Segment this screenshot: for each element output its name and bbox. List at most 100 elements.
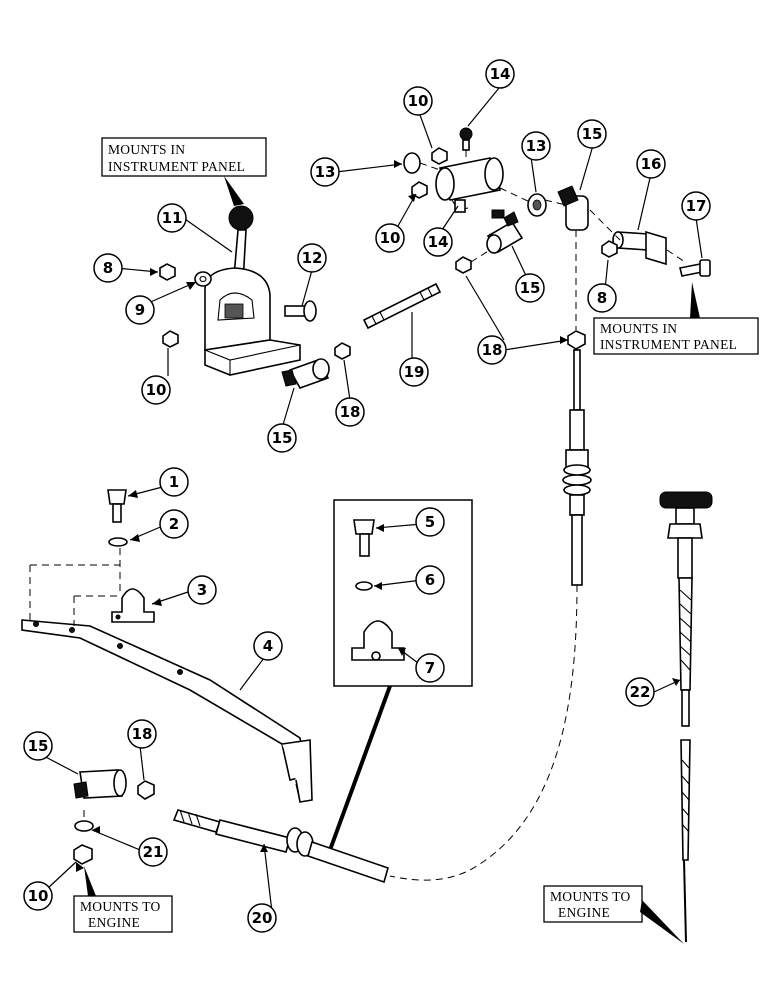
washer-2 [108, 537, 128, 547]
callout-10: 10 [403, 86, 433, 116]
callout-number: 10 [28, 887, 49, 905]
lever-knob [228, 205, 254, 231]
callout-number: 12 [302, 249, 323, 267]
nut-18-middle [455, 256, 472, 274]
callout-number: 18 [482, 341, 503, 359]
note-engine-right: MOUNTS TO ENGINE [543, 885, 684, 944]
swivel-15-middle [486, 211, 524, 254]
note-instrument-panel-left: MOUNTS IN INSTRUMENT PANEL [101, 137, 267, 206]
swivel-15-left [281, 358, 330, 389]
bolt-1 [107, 489, 127, 523]
nut-18-lower [567, 330, 586, 350]
callout-19: 19 [399, 357, 429, 387]
callout-10: 10 [141, 375, 171, 405]
callout-number: 5 [425, 513, 435, 531]
callout-circle [267, 423, 297, 453]
note-instrument-panel-right: MOUNTS IN INSTRUMENT PANEL [593, 282, 759, 355]
note-line-1: MOUNTS TO [80, 899, 161, 914]
nut-10-upper [431, 147, 448, 165]
note-line-1: MOUNTS TO [550, 889, 631, 904]
callout-12: 12 [297, 243, 327, 273]
callout-circle [587, 283, 617, 313]
callout-number: 6 [425, 571, 435, 589]
control-cable-upper [562, 349, 592, 586]
lockwasher-6 [355, 581, 373, 591]
callout-circle [515, 273, 545, 303]
callout-22: 22 [625, 677, 655, 707]
callout-circle [138, 837, 168, 867]
callout-circle [521, 131, 551, 161]
note-line-2: INSTRUMENT PANEL [600, 337, 737, 352]
callout-21: 21 [138, 837, 168, 867]
callout-18: 18 [335, 397, 365, 427]
leader-arrowheads [76, 160, 680, 872]
callout-circle [577, 119, 607, 149]
callout-number: 16 [641, 155, 662, 173]
callout-8: 8 [587, 283, 617, 313]
throttle-lever-assembly [159, 205, 442, 389]
callout-8: 8 [93, 253, 123, 283]
callout-9: 9 [125, 295, 155, 325]
housing-block [435, 157, 504, 213]
note-line-1: MOUNTS IN [600, 321, 677, 336]
fitting-14-top [459, 127, 473, 151]
callout-13: 13 [310, 157, 340, 187]
callout-6: 6 [415, 565, 445, 595]
callout-circle [681, 191, 711, 221]
callout-number: 10 [408, 92, 429, 110]
callout-15: 15 [267, 423, 297, 453]
callout-circle [187, 575, 217, 605]
nut-8-right [601, 240, 618, 258]
callout-16: 16 [636, 149, 666, 179]
cable-routing-dashed [389, 584, 578, 881]
callout-circle [253, 631, 283, 661]
callout-circle [93, 253, 123, 283]
callout-1: 1 [159, 467, 189, 497]
callout-10: 10 [23, 881, 53, 911]
callout-18: 18 [127, 719, 157, 749]
callout-circle [141, 375, 171, 405]
clamp-3 [111, 588, 155, 623]
mounting-bracket-4 [21, 619, 313, 803]
callout-circle [23, 731, 53, 761]
callout-number: 13 [315, 163, 336, 181]
callout-circle [125, 295, 155, 325]
callout-11: 11 [157, 203, 187, 233]
callout-number: 14 [428, 233, 449, 251]
callout-circle [297, 243, 327, 273]
callout-circle [159, 467, 189, 497]
callout-circle [423, 227, 453, 257]
callout-number: 18 [340, 403, 361, 421]
callout-14: 14 [423, 227, 453, 257]
callout-number: 22 [630, 683, 651, 701]
inset-parts [351, 519, 405, 661]
callout-number: 15 [28, 737, 49, 755]
callout-number: 19 [404, 363, 425, 381]
callout-circle [415, 653, 445, 683]
callout-number: 8 [597, 289, 607, 307]
note-engine-left: MOUNTS TO ENGINE [73, 866, 173, 933]
nut-8-left [159, 263, 176, 281]
callout-number: 20 [252, 909, 273, 927]
rod-19 [362, 282, 442, 330]
callout-4: 4 [253, 631, 283, 661]
swivel-15-lower [73, 769, 127, 799]
callout-17: 17 [681, 191, 711, 221]
callout-5: 5 [415, 507, 445, 537]
washer-9 [194, 271, 212, 287]
bracket-16 [612, 230, 667, 266]
callout-number: 21 [143, 843, 164, 861]
callout-number: 3 [197, 581, 207, 599]
callout-number: 15 [582, 125, 603, 143]
callout-18: 18 [477, 335, 507, 365]
callout-circle [403, 86, 433, 116]
callout-14: 14 [485, 59, 515, 89]
callout-number: 9 [135, 301, 145, 319]
choke-knob-22 [659, 491, 713, 943]
bolt-5 [353, 519, 375, 535]
callout-circle [625, 677, 655, 707]
swivel-15-upright [557, 185, 589, 231]
note-line-2: INSTRUMENT PANEL [108, 159, 245, 174]
nut-18-left [334, 342, 351, 360]
